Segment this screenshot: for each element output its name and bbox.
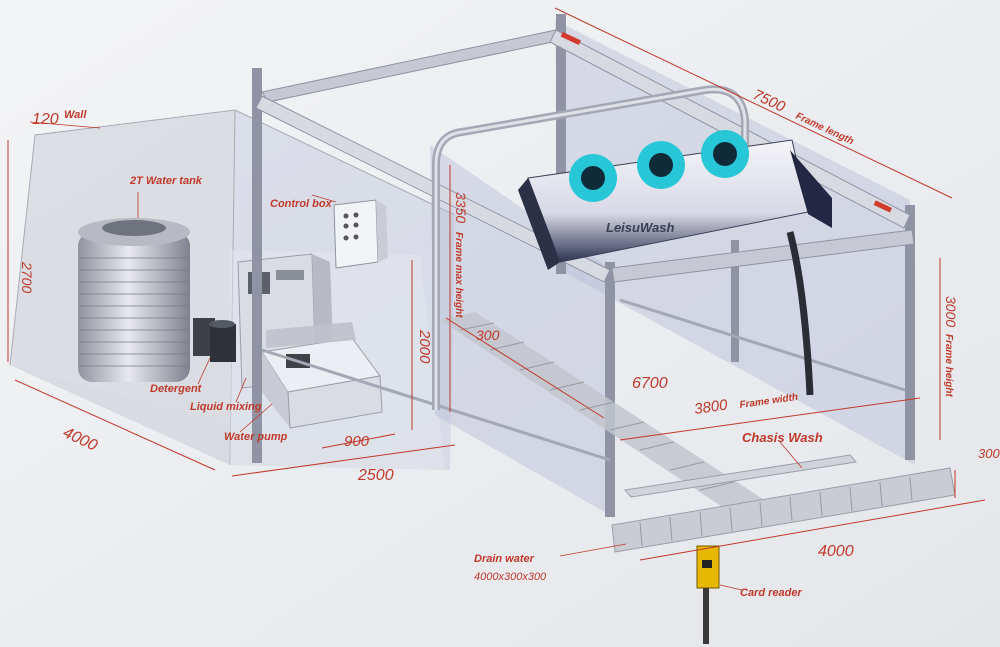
- pump-area-height-dim: 2000: [416, 329, 433, 364]
- drain-size-label: 4000x300x300: [474, 571, 547, 583]
- liquid-mixing-label: Liquid mixing: [190, 401, 262, 413]
- dimension-lines: [7, 7, 986, 591]
- wall-label: Wall: [64, 109, 87, 121]
- drain-length-dim: 4000: [818, 543, 854, 560]
- chassis-wash-label: Chasis Wash: [742, 430, 823, 445]
- chassis-wash-pipe: [624, 454, 857, 498]
- frame-width-dim: 3800: [693, 396, 729, 418]
- control-box-label: Control box: [270, 198, 333, 210]
- water-tank: [78, 218, 190, 382]
- room-height-dim: 2700: [19, 261, 35, 293]
- pump-width-dim: 900: [344, 433, 370, 450]
- wash-machine: LeisuWash: [518, 130, 832, 396]
- gantry-frame: [252, 14, 915, 517]
- room-width-dim: 2500: [357, 467, 394, 484]
- frame-height-label: Frame height: [943, 334, 954, 397]
- card-reader-label: Card reader: [740, 587, 802, 599]
- water-tank-label: 2T Water tank: [129, 175, 203, 187]
- brand-logo: LeisuWash: [606, 220, 674, 235]
- drain-side-dim: 300: [978, 446, 1000, 461]
- frame-max-height-label: Frame max height: [453, 232, 464, 318]
- floor-rails: [440, 312, 780, 520]
- rail-length-dim: 6700: [632, 375, 668, 392]
- brush-rollers: [569, 130, 749, 202]
- frame-height-dim: 3000: [943, 296, 959, 327]
- control-box: [333, 199, 388, 269]
- detergent-label: Detergent: [150, 383, 203, 395]
- wall-dim-label: 120: [32, 111, 59, 128]
- drain-water-label: Drain water: [474, 553, 535, 565]
- frame-max-height-dim: 3350: [453, 192, 469, 223]
- rail-width-dim: 300: [476, 327, 500, 343]
- card-reader: [696, 545, 720, 644]
- detergent-drums: [193, 318, 236, 362]
- water-pump-label: Water pump: [224, 431, 288, 443]
